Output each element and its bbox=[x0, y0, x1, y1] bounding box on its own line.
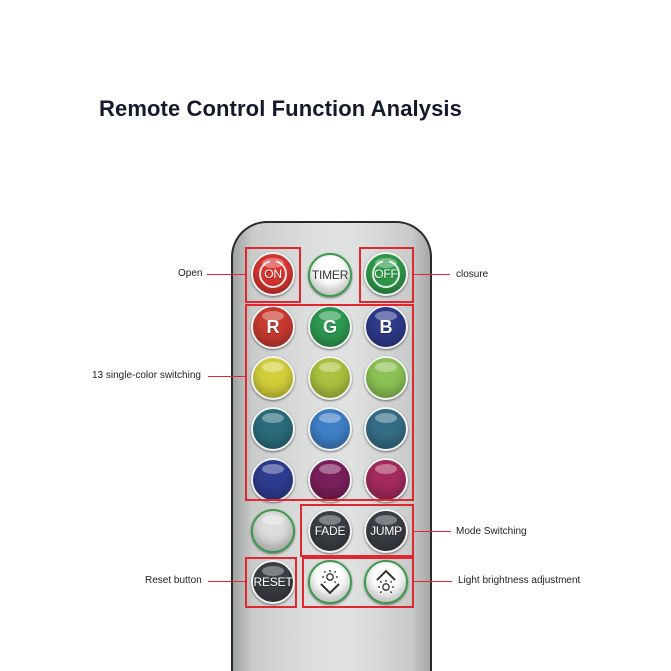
color-button-white[interactable] bbox=[251, 509, 295, 553]
off-button[interactable]: OFF bbox=[364, 252, 408, 296]
color-button-purple[interactable] bbox=[308, 458, 352, 502]
label-single-color: 13 single-color switching bbox=[92, 370, 201, 381]
reset-button[interactable]: RESET bbox=[251, 560, 295, 604]
timer-button[interactable]: TIMER bbox=[308, 253, 352, 297]
label-closure: closure bbox=[456, 269, 489, 280]
callout-line-mode bbox=[414, 531, 451, 532]
brightness-up-button[interactable] bbox=[364, 560, 408, 604]
blue-button[interactable]: B bbox=[364, 305, 408, 349]
color-button-sky-blue[interactable] bbox=[308, 407, 352, 451]
color-button-magenta[interactable] bbox=[364, 458, 408, 502]
highlight-reset bbox=[245, 557, 297, 608]
color-button-indigo[interactable] bbox=[251, 458, 295, 502]
brightness-down-button[interactable] bbox=[308, 560, 352, 604]
label-mode: Mode Switching bbox=[456, 526, 527, 537]
color-button-yellow[interactable] bbox=[251, 356, 295, 400]
brightness-up-icon bbox=[376, 569, 396, 594]
color-button-teal[interactable] bbox=[251, 407, 295, 451]
brightness-down-icon bbox=[320, 570, 340, 595]
highlight-mode bbox=[300, 504, 414, 557]
callout-line-single-color bbox=[208, 376, 245, 377]
highlight-brightness bbox=[302, 557, 414, 608]
label-open: Open bbox=[178, 268, 203, 279]
highlight-single-color bbox=[245, 304, 414, 501]
callout-line-open bbox=[207, 274, 245, 275]
fade-button[interactable]: FADE bbox=[308, 509, 352, 553]
callout-line-brightness bbox=[414, 581, 452, 582]
color-button-steel-blue[interactable] bbox=[364, 407, 408, 451]
jump-button[interactable]: JUMP bbox=[364, 509, 408, 553]
highlight-off bbox=[359, 247, 414, 303]
label-brightness: Light brightness adjustment bbox=[458, 575, 581, 586]
callout-line-reset bbox=[208, 581, 245, 582]
green-button[interactable]: G bbox=[308, 305, 352, 349]
red-button[interactable]: R bbox=[251, 305, 295, 349]
highlight-on bbox=[245, 247, 301, 303]
color-button-light-green[interactable] bbox=[364, 356, 408, 400]
label-reset: Reset button bbox=[145, 575, 202, 586]
on-button[interactable]: ON bbox=[251, 252, 295, 296]
page-title: Remote Control Function Analysis bbox=[99, 96, 462, 121]
callout-line-closure bbox=[414, 274, 450, 275]
color-button-yellow-green[interactable] bbox=[308, 356, 352, 400]
